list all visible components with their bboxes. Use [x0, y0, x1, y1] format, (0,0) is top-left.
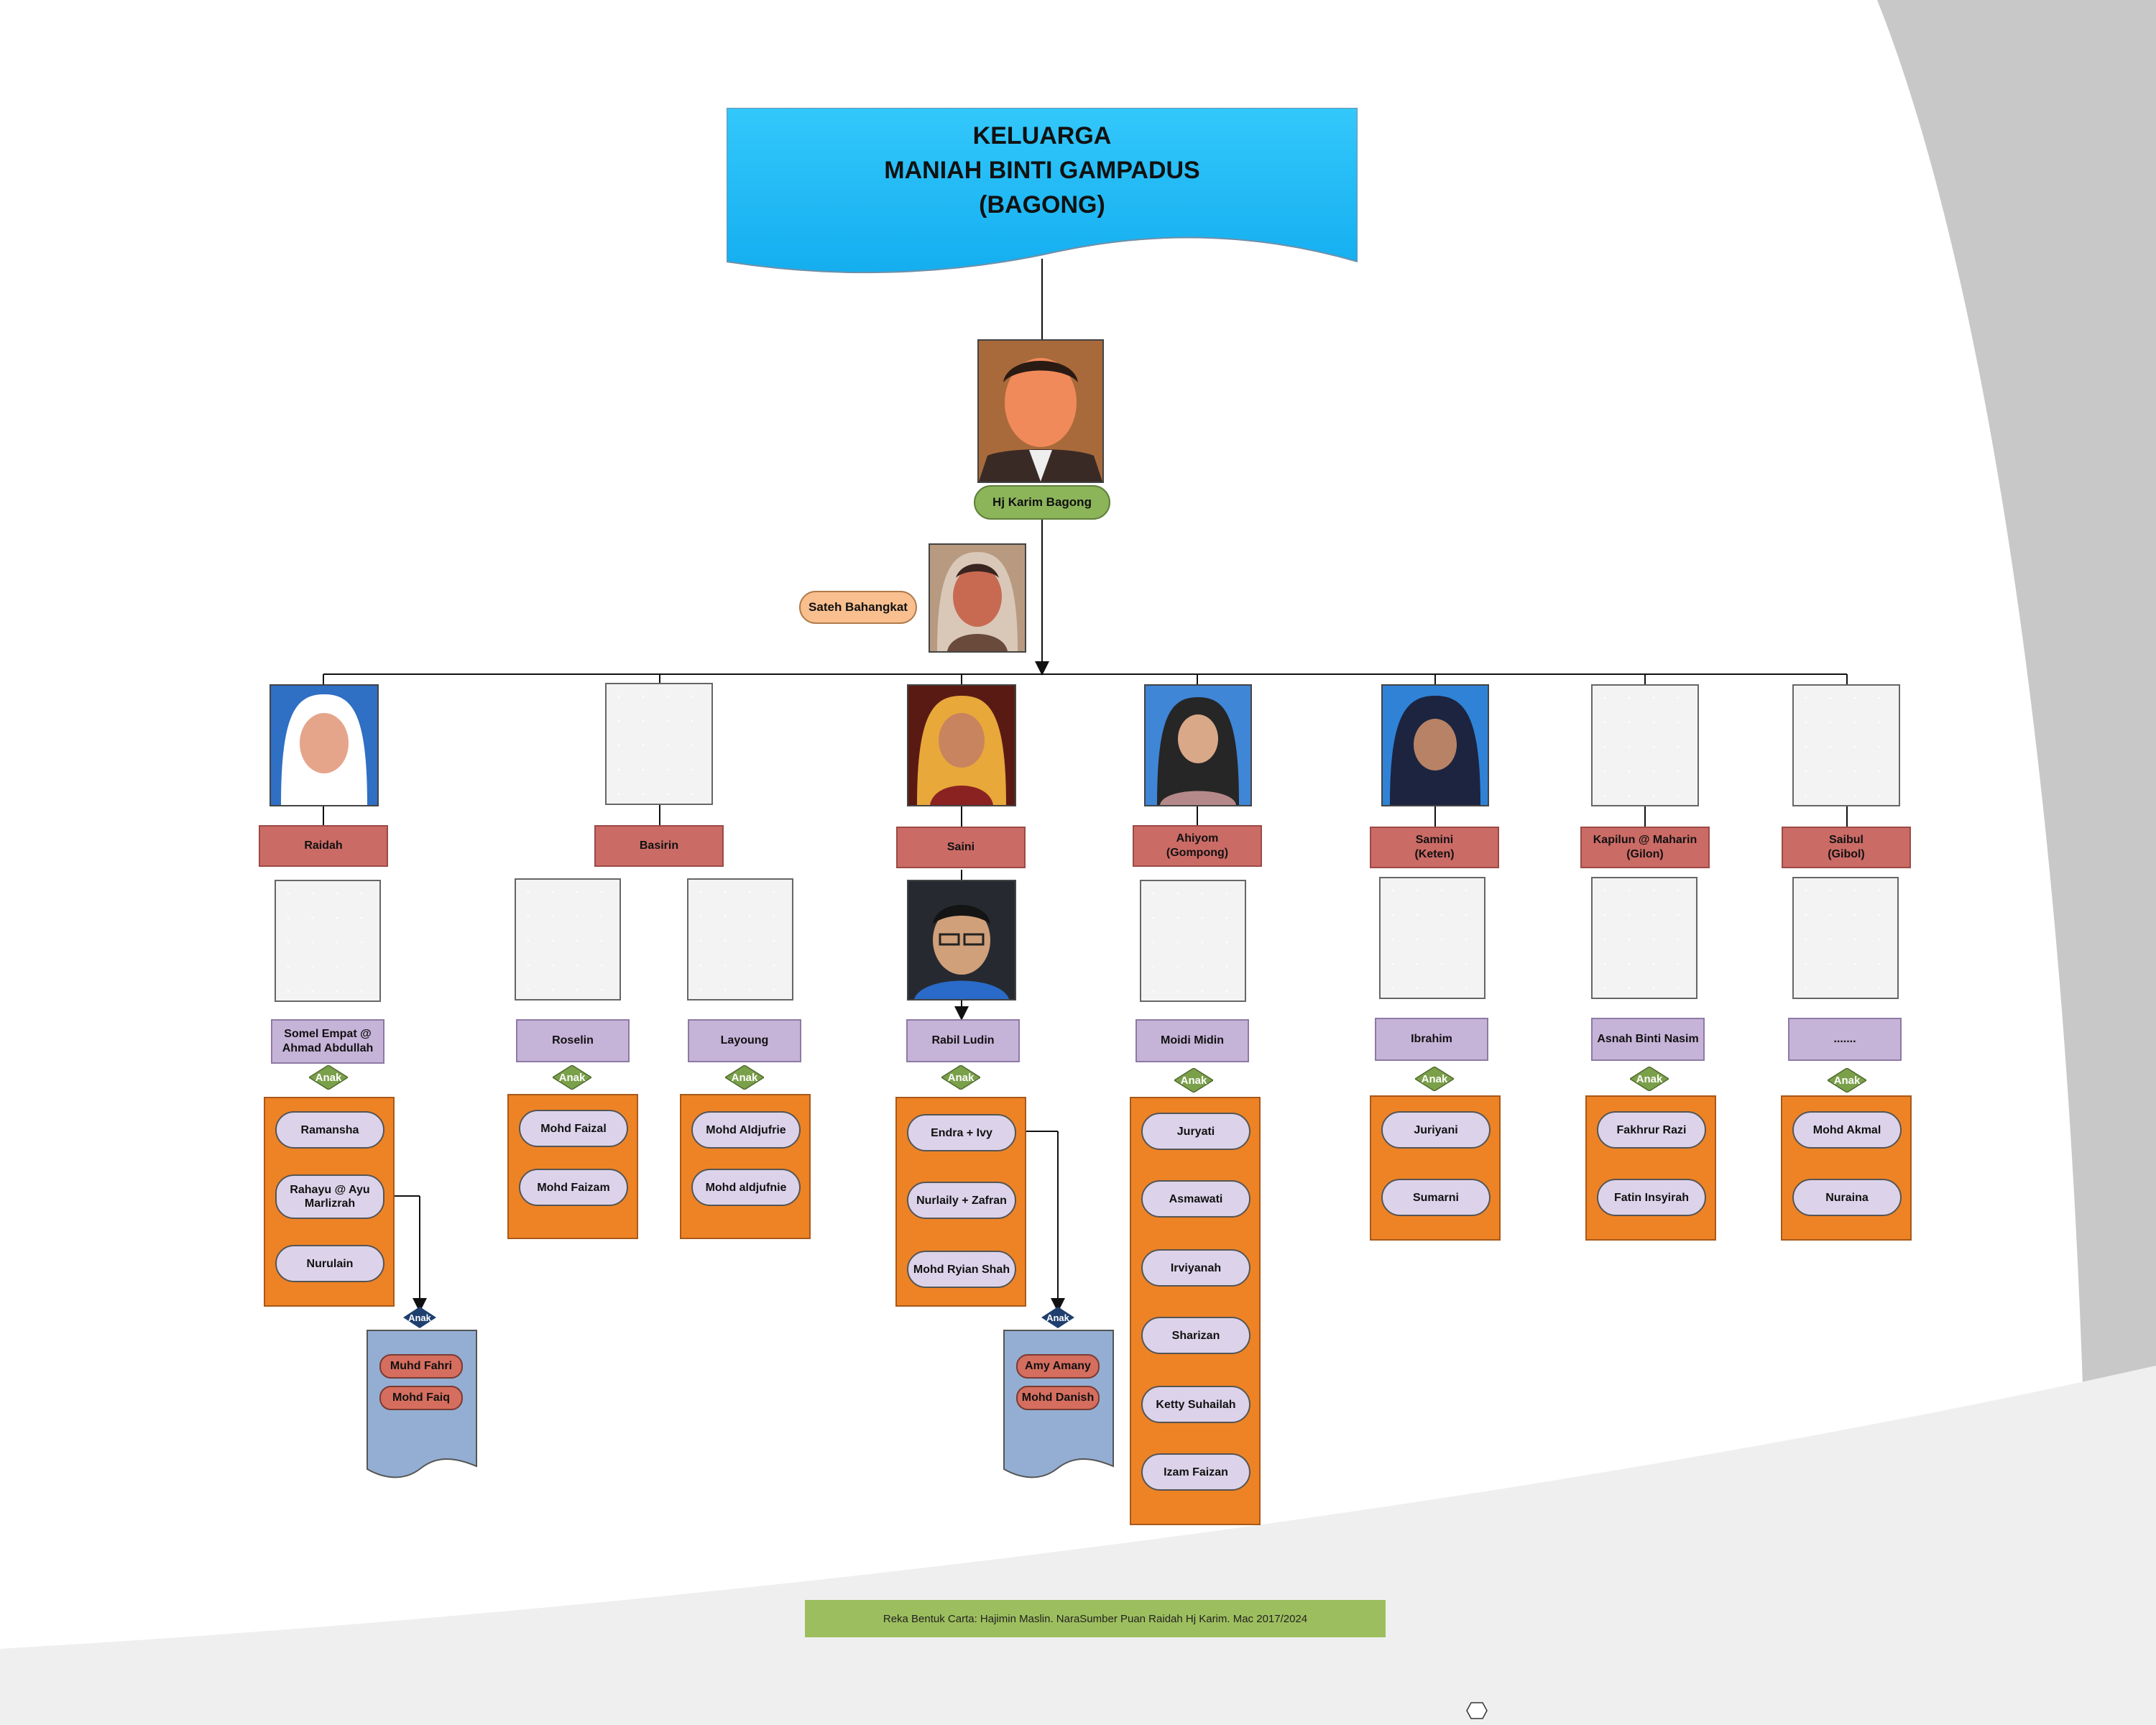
grandchild-pill: Ramansha — [275, 1111, 384, 1149]
spouse-photo-rabil — [907, 880, 1016, 1000]
patriarch-name-pill: Hj Karim Bagong — [974, 485, 1110, 520]
anak-badge-saibul: Anak — [1828, 1068, 1866, 1092]
kids-box-samini: Juriyani Sumarni — [1370, 1095, 1501, 1241]
child-photo-placeholder-kapilun — [1591, 684, 1699, 806]
child-name-basirin: Basirin — [594, 825, 724, 867]
kids-box-layoung: Mohd Aldjufrie Mohd aldjufnie — [680, 1094, 811, 1239]
child-name-line1: Samini — [1415, 834, 1454, 846]
child-name-line2: (Keten) — [1414, 848, 1455, 860]
patriarch-photo — [977, 339, 1104, 483]
grandchild-pill: Mohd Faizal — [519, 1110, 628, 1147]
child-name-ahiyom: Ahiyom (Gompong) — [1133, 825, 1262, 867]
child-name-line2: (Gompong) — [1166, 847, 1229, 859]
grandchild-pill: Sumarni — [1381, 1179, 1491, 1216]
spouse-photo-placeholder-kapilun — [1591, 877, 1697, 999]
child-name-saibul: Saibul (Gibol) — [1782, 827, 1911, 868]
great-grandchild-pill: Mohd Faiq — [379, 1386, 463, 1410]
kids-box-ahiyom: Juryati Asmawati Irviyanah Sharizan Kett… — [1130, 1097, 1261, 1525]
child-name-saini: Saini — [896, 827, 1026, 868]
title-line-2: MANIAH BINTI GAMPADUS — [884, 157, 1200, 184]
anak-badge-ahiyom: Anak — [1174, 1068, 1213, 1092]
child-name-line1: Kapilun @ Maharin — [1593, 834, 1697, 846]
great-grandchild-pill: Amy Amany — [1016, 1354, 1100, 1379]
grandchild-pill: Asmawati — [1141, 1180, 1250, 1218]
great-grandchild-pill: Mohd Danish — [1016, 1386, 1100, 1410]
grandchild-pill: Izam Faizan — [1141, 1453, 1250, 1491]
grandchild-pill: Ketty Suhailah — [1141, 1386, 1250, 1423]
grandchild-pill: Nurlaily + Zafran — [907, 1182, 1016, 1219]
grandchild-pill: Irviyanah — [1141, 1249, 1250, 1287]
spouse-name-samini: Ibrahim — [1375, 1018, 1488, 1061]
grandchild-pill: Fakhrur Razi — [1597, 1111, 1706, 1149]
child-photo-placeholder-basirin — [605, 683, 713, 805]
spouse-photo-placeholder-raidah — [275, 880, 381, 1002]
spouse-name-layoung: Layoung — [688, 1019, 801, 1062]
spouse-name-saibul: ....... — [1788, 1018, 1902, 1061]
kids-box-kapilun: Fakhrur Razi Fatin Insyirah — [1585, 1095, 1716, 1241]
grandchild-pill: Endra + Ivy — [907, 1114, 1016, 1151]
spouse-photo-placeholder-roselin — [515, 878, 621, 1000]
great-grandchild-pill: Muhd Fahri — [379, 1354, 463, 1379]
spouse-name-saini: Rabil Ludin — [906, 1019, 1020, 1062]
spouse-name-kapilun: Asnah Binti Nasim — [1591, 1018, 1705, 1061]
child-name-line1: Saibul — [1828, 834, 1864, 846]
spouse-name-raidah: Somel Empat @ Ahmad Abdullah — [271, 1019, 384, 1064]
anak-badge-samini: Anak — [1415, 1067, 1454, 1091]
spouse-photo-placeholder-saibul — [1792, 877, 1899, 999]
anak-badge-roselin: Anak — [553, 1065, 591, 1090]
grandchild-pill: Mohd Aldjufrie — [691, 1111, 801, 1149]
footer-credit: Reka Bentuk Carta: Hajimin Maslin. NaraS… — [805, 1600, 1386, 1637]
wife-name-pill: Sateh Bahangkat — [799, 591, 917, 624]
hexagon-icon — [1466, 1702, 1488, 1719]
spouse-name-ahiyom: Moidi Midin — [1135, 1019, 1249, 1062]
child-photo-ahiyom — [1144, 684, 1252, 806]
grandchild-pill: Juryati — [1141, 1113, 1250, 1150]
kids-box-saini: Endra + Ivy Nurlaily + Zafran Mohd Ryian… — [895, 1097, 1026, 1307]
child-name-line2: (Gilon) — [1626, 848, 1664, 860]
anak-badge-layoung: Anak — [725, 1065, 764, 1090]
anak-badge-rahayu: Anak — [403, 1307, 436, 1328]
title-line-1: KELUARGA — [972, 122, 1112, 150]
grandchild-pill: Mohd aldjufnie — [691, 1169, 801, 1206]
grandchild-pill: Nurulain — [275, 1245, 384, 1282]
grandchild-pill: Juriyani — [1381, 1111, 1491, 1149]
kids-box-roselin: Mohd Faizal Mohd Faizam — [507, 1094, 638, 1239]
child-photo-raidah — [270, 684, 379, 806]
child-photo-saini — [907, 684, 1016, 806]
anak-badge-endra: Anak — [1041, 1307, 1074, 1328]
spouse-photo-placeholder-samini — [1379, 877, 1485, 999]
child-name-kapilun: Kapilun @ Maharin (Gilon) — [1580, 827, 1710, 868]
grandchild-pill: Mohd Faizam — [519, 1169, 628, 1206]
child-photo-samini — [1381, 684, 1489, 806]
grandchild-pill: Fatin Insyirah — [1597, 1179, 1706, 1216]
grandchild-pill: Rahayu @ Ayu Marlizrah — [275, 1174, 384, 1219]
grandchild-pill: Mohd Ryian Shah — [907, 1251, 1016, 1288]
title-line-3: (BAGONG) — [979, 191, 1105, 218]
title-text: KELUARGA MANIAH BINTI GAMPADUS (BAGONG) — [727, 119, 1358, 222]
anak-badge-saini: Anak — [941, 1065, 980, 1090]
spouse-photo-placeholder-ahiyom — [1140, 880, 1246, 1002]
great-grandkids-panel-endra: Amy Amany Mohd Danish — [1003, 1330, 1114, 1479]
great-grandkids-panel-rahayu: Muhd Fahri Mohd Faiq — [367, 1330, 477, 1479]
anak-badge-kapilun: Anak — [1630, 1067, 1669, 1091]
child-name-line2: (Gibol) — [1828, 848, 1865, 860]
child-name-raidah: Raidah — [259, 825, 388, 867]
kids-box-raidah: Ramansha Rahayu @ Ayu Marlizrah Nurulain — [264, 1097, 395, 1307]
title-banner — [727, 108, 1358, 274]
child-name-line1: Ahiyom — [1176, 832, 1219, 845]
anak-badge-raidah: Anak — [309, 1065, 348, 1090]
kids-box-saibul: Mohd Akmal Nuraina — [1781, 1095, 1912, 1241]
grandchild-pill: Mohd Akmal — [1792, 1111, 1902, 1149]
spouse-name-roselin: Roselin — [516, 1019, 630, 1062]
grandchild-pill: Nuraina — [1792, 1179, 1902, 1216]
child-name-samini: Samini (Keten) — [1370, 827, 1499, 868]
grandchild-pill: Sharizan — [1141, 1317, 1250, 1354]
child-photo-placeholder-saibul — [1792, 684, 1900, 806]
spouse-photo-placeholder-layoung — [687, 878, 793, 1000]
wife-photo — [929, 543, 1026, 653]
